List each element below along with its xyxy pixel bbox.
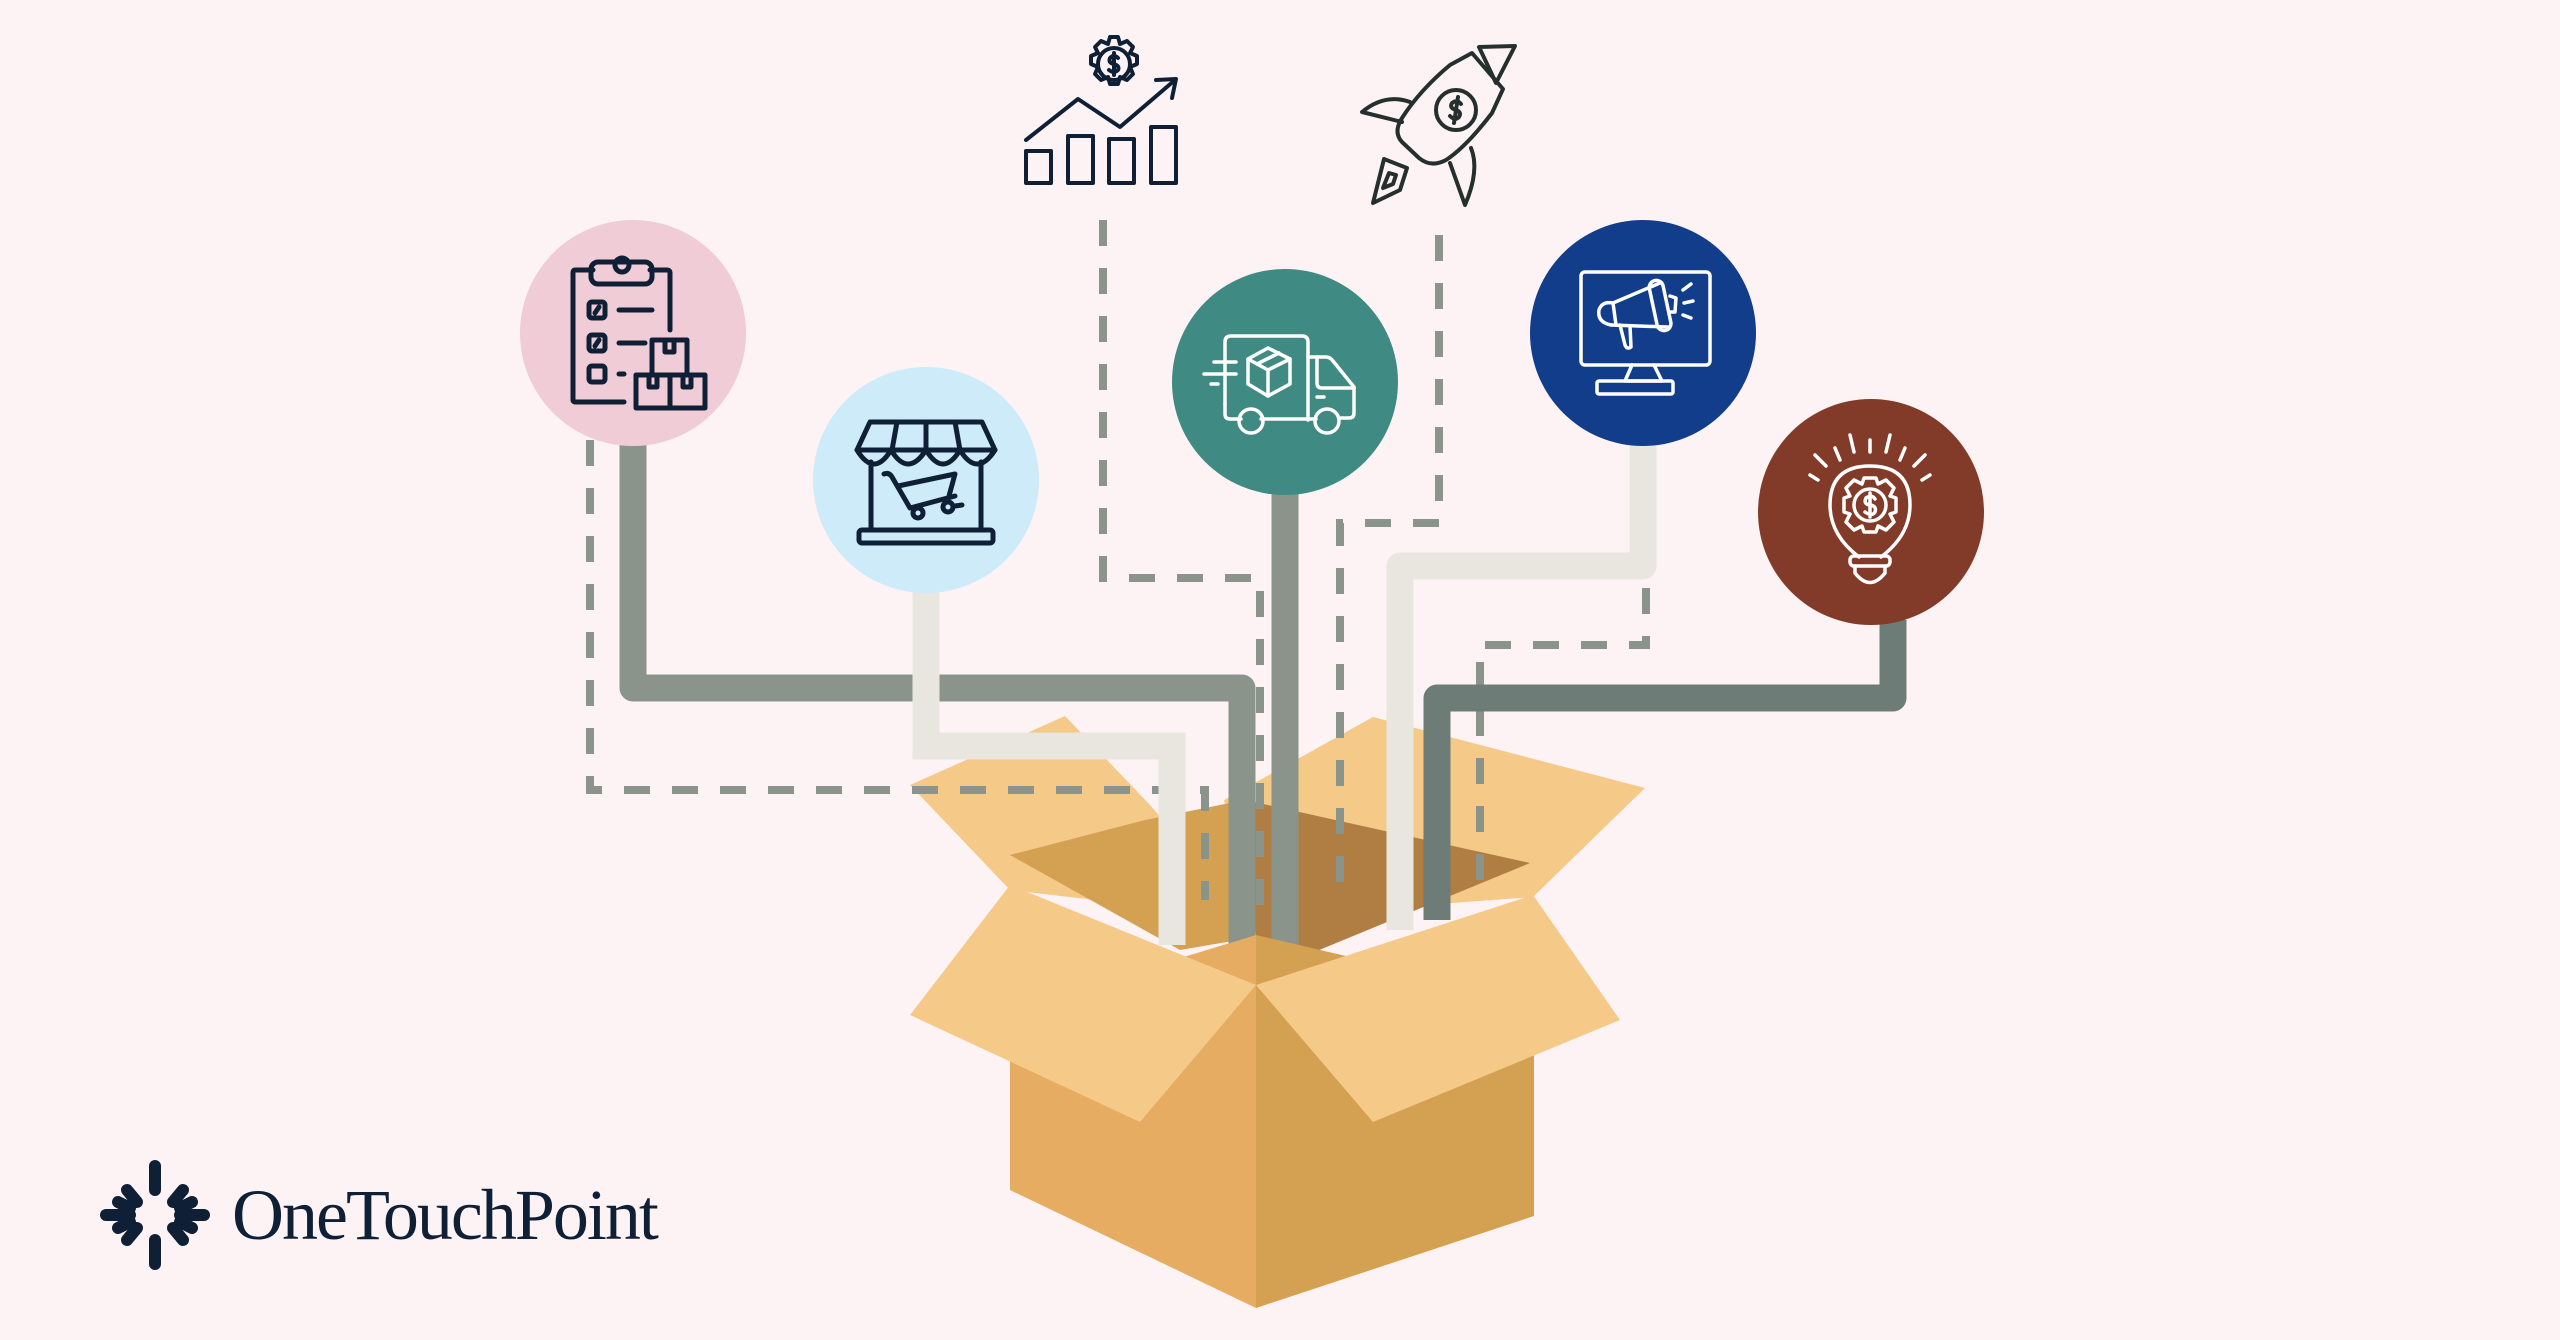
- lightbulb-gear-dollar-icon: [1808, 433, 1932, 585]
- box-inside-left: [1010, 800, 1256, 950]
- box-front: [910, 885, 1620, 1308]
- growth-chart-gear-icon: [1024, 35, 1178, 185]
- node-innovation: [1758, 399, 1984, 625]
- box-front-right-flap: [1256, 895, 1620, 1122]
- pipe-marketing: [1386, 440, 1657, 930]
- node-ecommerce: [813, 367, 1039, 593]
- dash-path-growth: [1099, 220, 1264, 915]
- starburst-logo-icon: [100, 1160, 210, 1270]
- delivery-truck-icon: [1202, 334, 1356, 435]
- monitor-megaphone-icon: [1579, 270, 1712, 396]
- brand-name: OneTouchPoint: [232, 1175, 659, 1255]
- node-marketing: [1530, 220, 1756, 446]
- brand-logo: OneTouchPoint: [100, 1160, 659, 1270]
- node-delivery: [1172, 269, 1398, 495]
- box-front-left-flap: [910, 885, 1256, 1122]
- dashed-connectors: [586, 220, 1650, 915]
- dash-path-launch: [1336, 235, 1443, 900]
- pipe-ecommerce: [912, 590, 1186, 945]
- node-inventory-circle: [520, 220, 746, 446]
- node-delivery-circle: [1172, 269, 1398, 495]
- pipe-innovation: [1423, 620, 1907, 920]
- node-marketing-circle: [1530, 220, 1756, 446]
- dash-path-inventory: [586, 440, 1209, 900]
- storefront-cart-icon: [854, 419, 998, 546]
- dash-path-marketing: [1476, 540, 1650, 895]
- node-inventory: [520, 220, 746, 446]
- pipes: [619, 440, 1907, 960]
- rocket-dollar-icon: [1360, 44, 1517, 207]
- clipboard-boxes-icon: [570, 255, 708, 411]
